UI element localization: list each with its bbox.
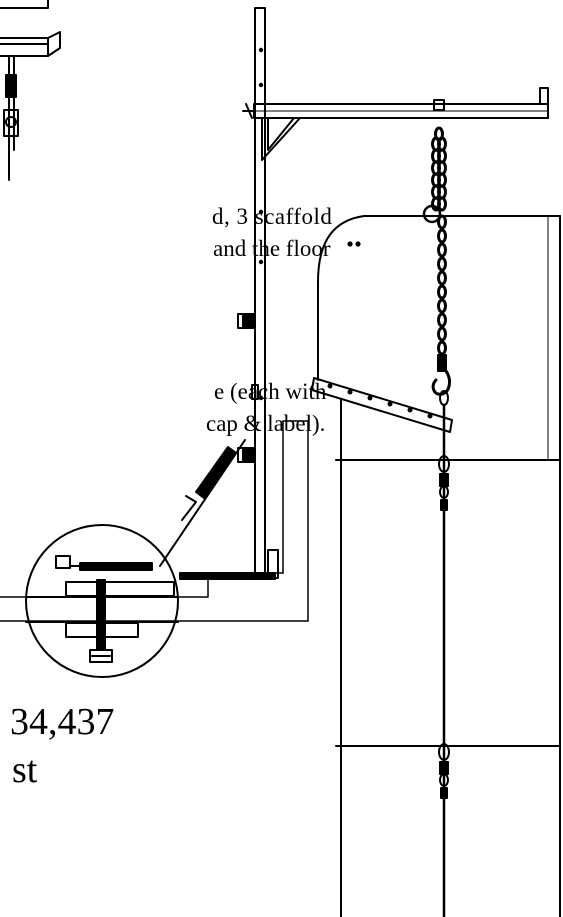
text-line-3: e (each with — [214, 379, 327, 404]
hook — [431, 354, 451, 406]
tilted-bar — [311, 377, 453, 433]
vertical-post — [237, 7, 266, 574]
detail-circle — [25, 524, 179, 678]
text-line-4: cap & label). — [206, 411, 326, 436]
text-line-1: d, 3 scaffold — [212, 204, 333, 229]
top-left-illustration — [0, 0, 61, 181]
jib-arm — [242, 87, 549, 161]
big-number: 34,437 — [10, 701, 115, 743]
lifting-chain — [422, 126, 447, 356]
floor-base — [0, 420, 309, 622]
lower-cable — [438, 403, 450, 917]
big-text: st — [12, 749, 38, 791]
text-line-2: and the floor — [213, 236, 331, 261]
